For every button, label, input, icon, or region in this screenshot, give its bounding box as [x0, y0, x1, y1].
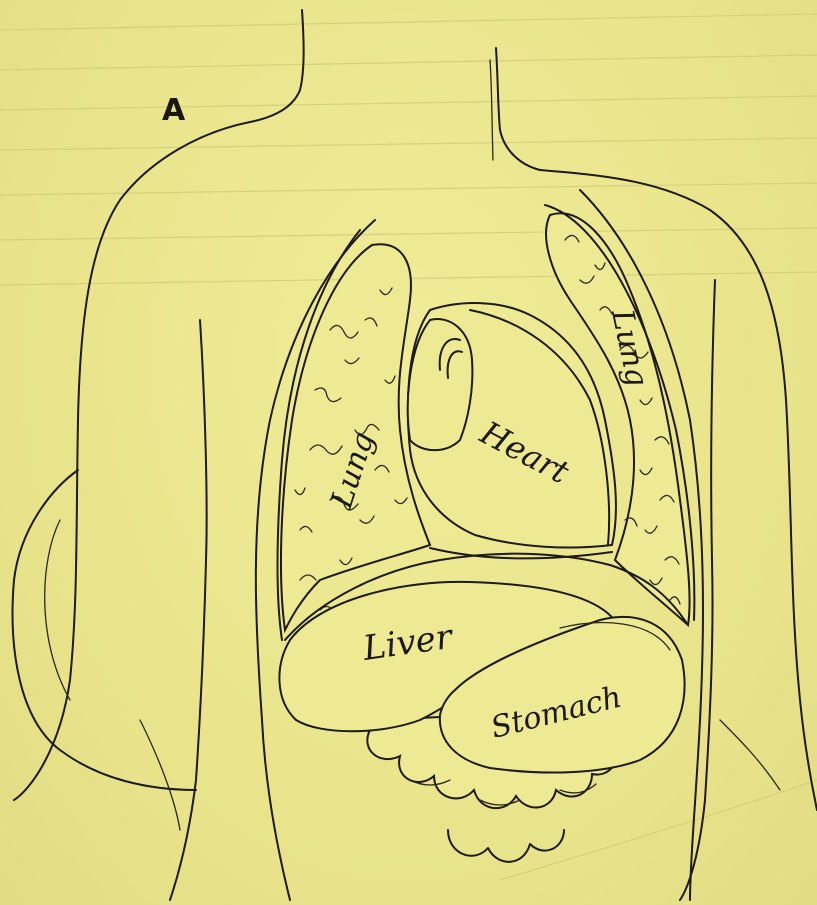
label-lung-right: Lung: [604, 305, 655, 389]
figure-letter: A: [162, 93, 186, 128]
